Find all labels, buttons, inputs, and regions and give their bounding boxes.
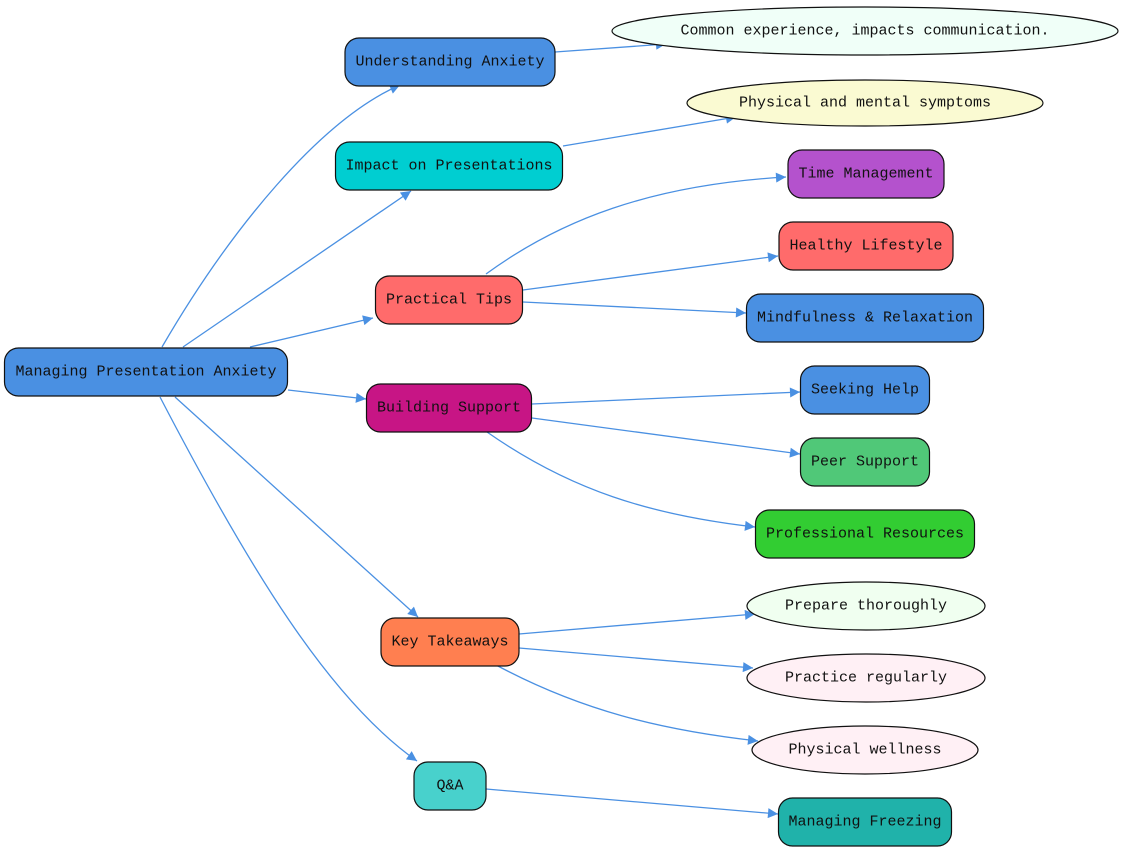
node-symptoms[interactable]: Physical and mental symptoms (686, 79, 1044, 127)
edge-root-takeaways (174, 396, 419, 618)
node-wellness[interactable]: Physical wellness (751, 725, 979, 775)
edge-root-impact (182, 190, 412, 348)
node-shape (686, 79, 1044, 127)
node-practice[interactable]: Practice regularly (746, 653, 986, 703)
node-takeaways[interactable]: Key Takeaways (380, 617, 520, 667)
nodes: Managing Presentation Anxiety Understandi… (3, 6, 1119, 847)
node-label: Impact on Presentations (345, 158, 552, 175)
node-label: Peer Support (811, 454, 919, 471)
node-shape (777, 797, 953, 847)
node-label: Q&A (436, 778, 463, 795)
node-shape (754, 509, 976, 559)
node-shape (374, 275, 524, 325)
edge-takeaways-prepare (518, 609, 756, 635)
node-label: Time Management (798, 166, 933, 183)
node-mindfulness[interactable]: Mindfulness & Relaxation (745, 293, 985, 343)
edge-tips-healthy (522, 252, 779, 291)
node-label: Key Takeaways (391, 634, 508, 651)
node-label: Understanding Anxiety (355, 54, 544, 71)
node-label: Seeking Help (811, 382, 919, 399)
node-label: Managing Presentation Anxiety (15, 364, 276, 381)
edge-takeaways-practice (518, 647, 754, 673)
node-seeking[interactable]: Seeking Help (799, 365, 931, 415)
edge-root-tips (249, 315, 374, 348)
node-support[interactable]: Building Support (365, 383, 533, 433)
node-impact[interactable]: Impact on Presentations (334, 141, 564, 191)
edge-takeaways-wellness (495, 664, 759, 745)
node-label: Practical Tips (386, 292, 512, 309)
edge-root-understanding (161, 84, 401, 348)
node-shape (334, 141, 564, 191)
edge-qa-freezing (485, 788, 779, 819)
edge-tips-time (485, 172, 787, 275)
node-shape (751, 725, 979, 775)
edge-impact-symptoms (562, 113, 737, 147)
edge-root-qa (159, 396, 418, 762)
node-time[interactable]: Time Management (787, 149, 945, 199)
edge-tips-mindfulness (522, 301, 747, 318)
node-label: Mindfulness & Relaxation (757, 310, 973, 327)
node-label: Building Support (377, 400, 521, 417)
node-qa[interactable]: Q&A (413, 761, 487, 811)
node-label: Prepare thoroughly (785, 598, 947, 615)
edge-understanding-common (554, 39, 667, 53)
edge-support-seeking (531, 387, 801, 405)
node-shape (3, 347, 289, 397)
node-shape (799, 437, 931, 487)
edge-support-peer (531, 417, 801, 458)
node-root[interactable]: Managing Presentation Anxiety (3, 347, 289, 397)
node-shape (746, 581, 986, 631)
edge-root-support (287, 389, 367, 403)
node-shape (380, 617, 520, 667)
node-label: Managing Freezing (788, 814, 941, 831)
node-common[interactable]: Common experience, impacts communication… (611, 6, 1119, 56)
node-shape (365, 383, 533, 433)
node-professional[interactable]: Professional Resources (754, 509, 976, 559)
node-label: Physical and mental symptoms (739, 95, 991, 112)
node-shape (799, 365, 931, 415)
node-shape (778, 221, 954, 271)
node-tips[interactable]: Practical Tips (374, 275, 524, 325)
node-freezing[interactable]: Managing Freezing (777, 797, 953, 847)
node-shape (746, 653, 986, 703)
node-prepare[interactable]: Prepare thoroughly (746, 581, 986, 631)
node-label: Professional Resources (766, 526, 964, 543)
edges (159, 39, 801, 819)
node-shape (611, 6, 1119, 56)
node-label: Common experience, impacts communication… (680, 23, 1049, 40)
edge-support-professional (486, 431, 756, 531)
node-shape (413, 761, 487, 811)
node-understanding[interactable]: Understanding Anxiety (344, 37, 556, 87)
node-shape (344, 37, 556, 87)
node-label: Healthy Lifestyle (789, 238, 942, 255)
node-peer[interactable]: Peer Support (799, 437, 931, 487)
node-shape (745, 293, 985, 343)
node-healthy[interactable]: Healthy Lifestyle (778, 221, 954, 271)
node-label: Physical wellness (788, 742, 941, 759)
node-shape (787, 149, 945, 199)
node-label: Practice regularly (785, 670, 947, 687)
